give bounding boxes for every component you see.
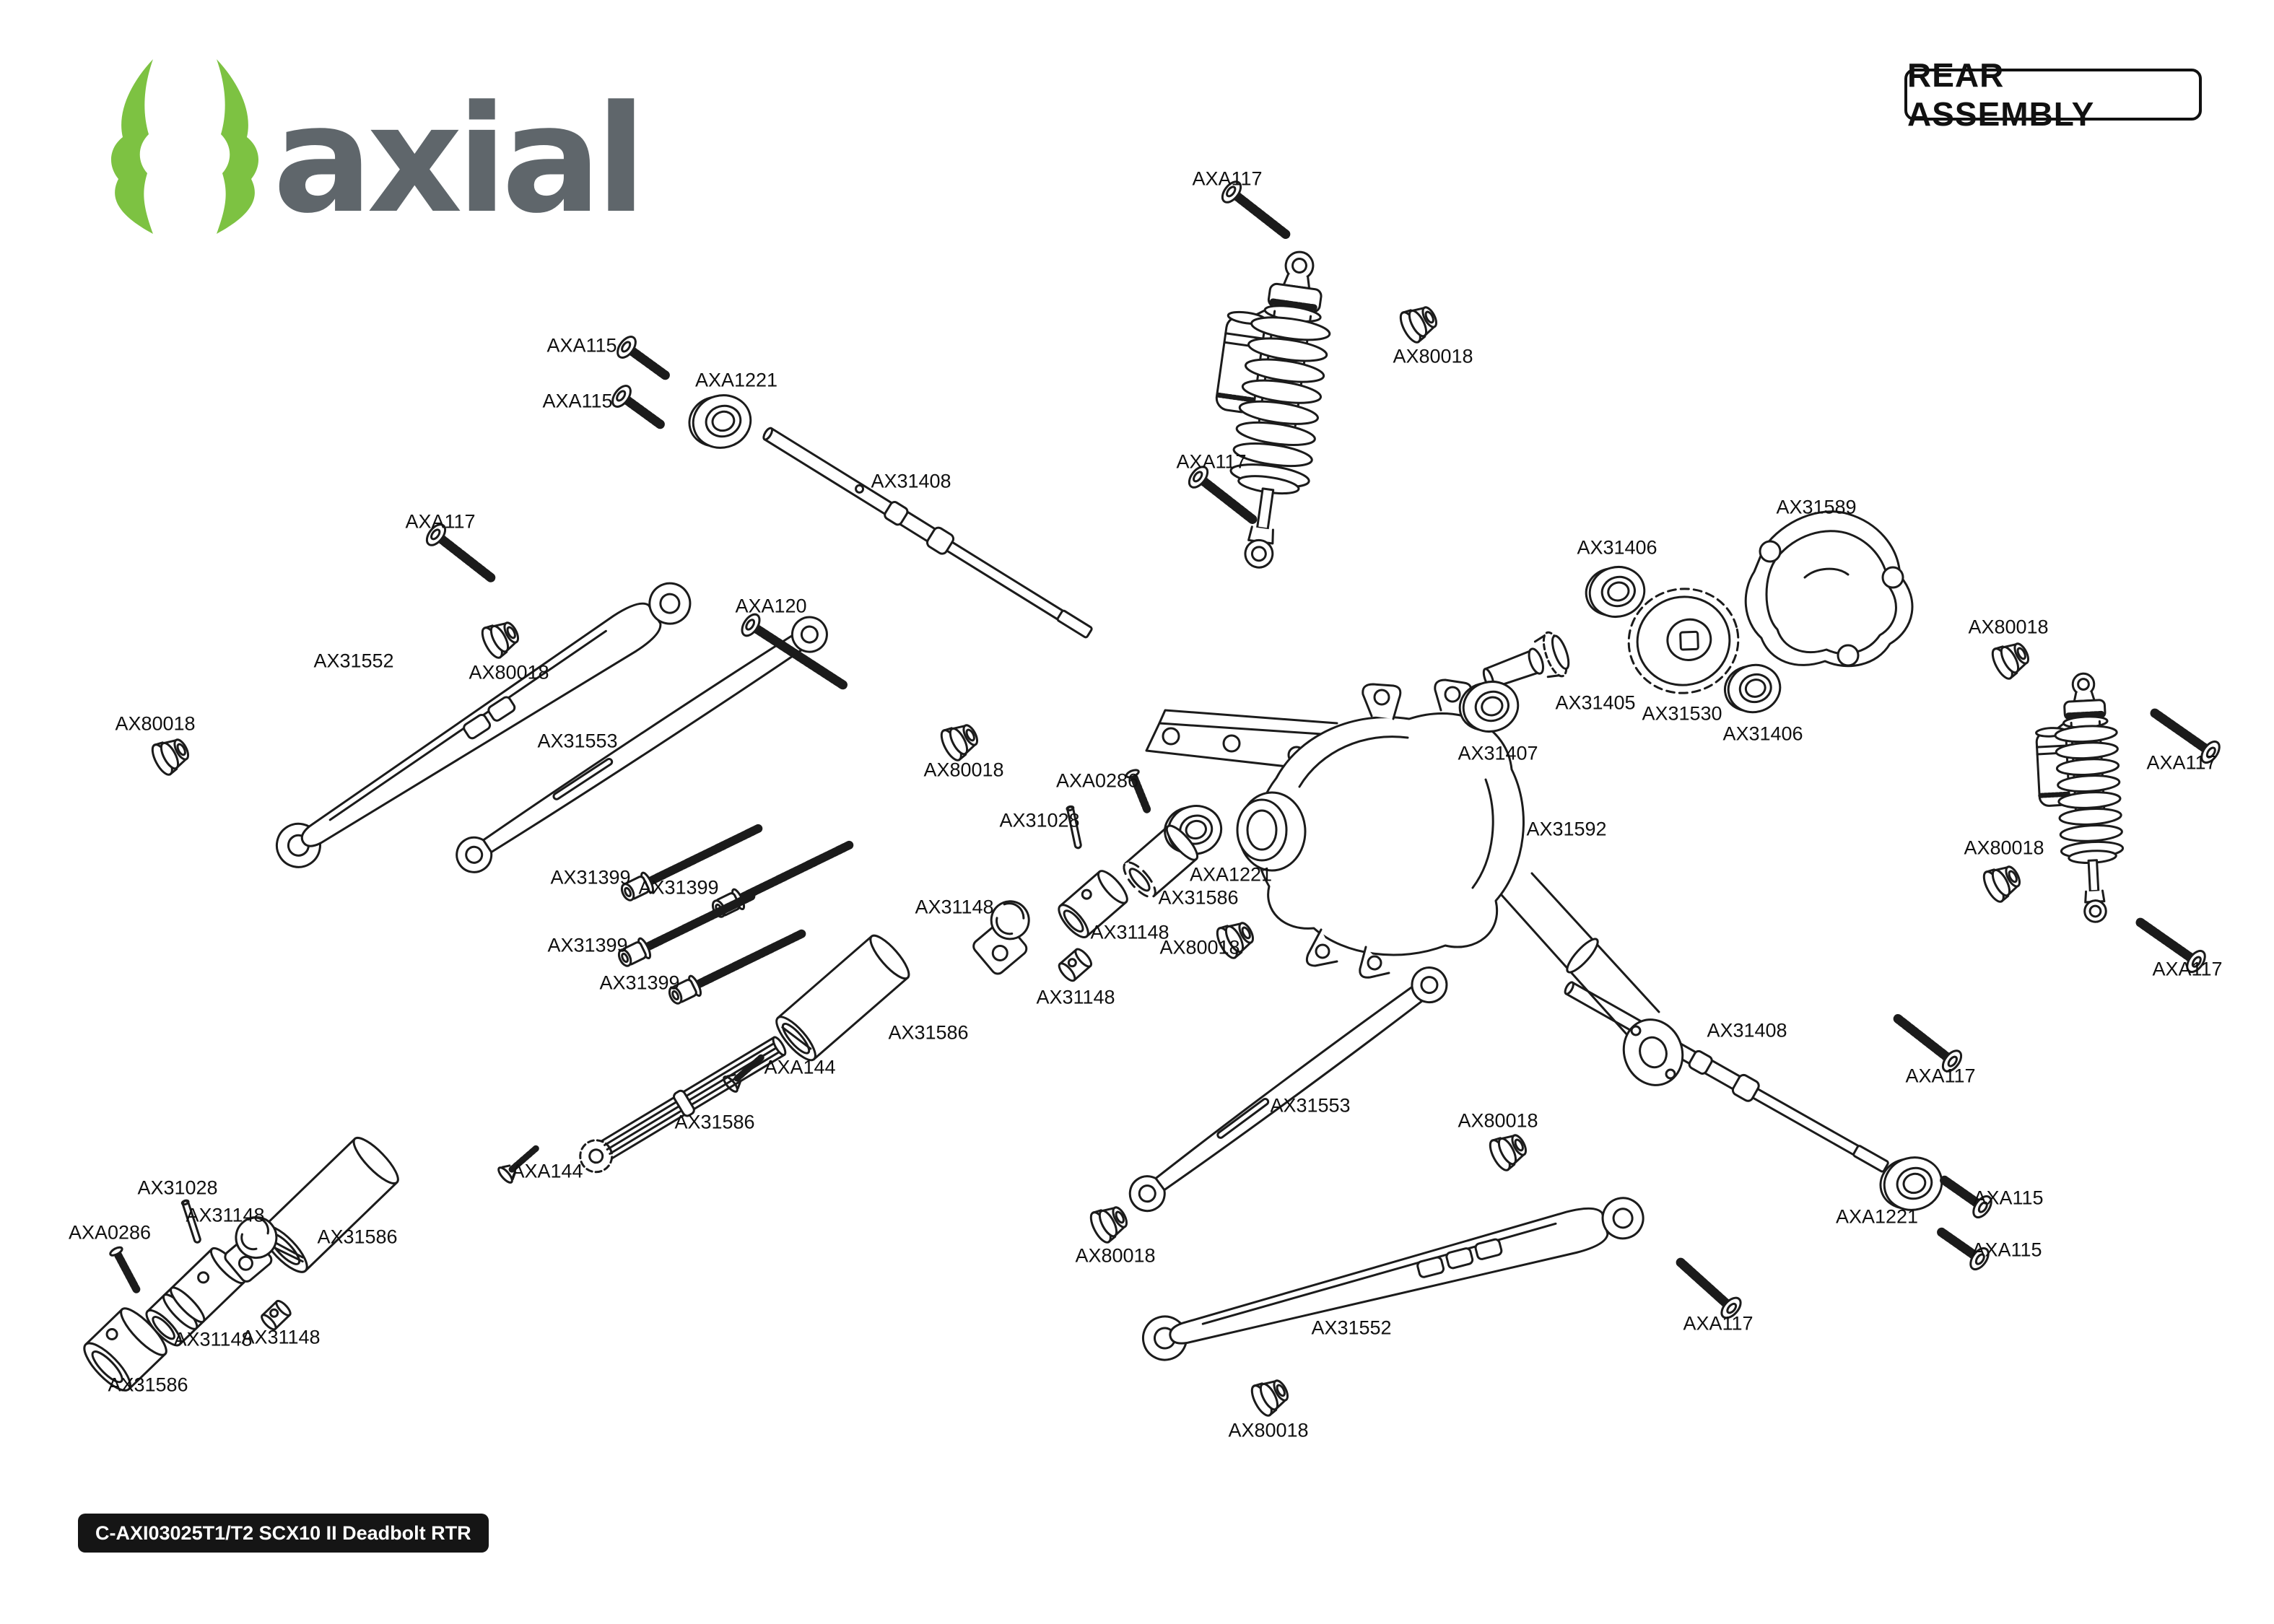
screws-cap-head (617, 824, 854, 1005)
axial-logo: axial (110, 59, 646, 245)
screws-button-head (425, 180, 2221, 1319)
axle-shaft-upper (762, 427, 1093, 639)
ring-ax31586-bl (83, 1307, 167, 1392)
axle-shaft-lower (1564, 981, 1889, 1173)
bushing (1987, 635, 2035, 683)
bushing (1247, 1372, 1294, 1420)
pins (180, 805, 1082, 1244)
bushing (936, 717, 984, 764)
title-badge-text: REAR ASSEMBLY (1907, 56, 2095, 133)
coupler-ax31148-bl (145, 1247, 246, 1347)
bushing (1212, 914, 1260, 962)
bushing (1979, 858, 2026, 906)
pin-bushing-ax31148 (1058, 948, 1093, 982)
axial-emblem-icon (110, 59, 153, 234)
title-badge: REAR ASSEMBLY (1904, 56, 2202, 133)
trailing-arm-upper-left (275, 582, 692, 868)
bearing-axa1221-left (682, 388, 758, 456)
screws-flat-head (497, 1054, 764, 1184)
slider-tube-ax31586 (775, 934, 910, 1062)
bushing (477, 614, 525, 662)
yoke-ax31148-bl (224, 1216, 278, 1283)
pin-bushing-ax31148-bl (261, 1299, 292, 1331)
bushing (1086, 1199, 1133, 1247)
castellated-slider-ax31586 (1123, 824, 1199, 899)
shock-absorber-top (1194, 243, 1341, 573)
model-label-text: C-AXI03025T1/T2 SCX10 II Deadbolt RTR (95, 1522, 471, 1544)
coupler-ax31148-mid (1058, 870, 1128, 938)
trailing-arm-lower-right (1141, 1197, 1644, 1361)
bushing (1395, 299, 1443, 346)
link-lower (1128, 966, 1448, 1213)
diff-cover-ax31589 (1744, 510, 1914, 668)
model-label-pill: C-AXI03025T1/T2 SCX10 II Deadbolt RTR (78, 1514, 489, 1553)
ring-gear-ax31530 (1627, 588, 1740, 694)
bushing (147, 731, 195, 779)
yoke-ax31148-mid (972, 900, 1030, 975)
grub-screws (109, 769, 1151, 1294)
brand-wordmark: axial (273, 74, 640, 245)
shock-absorber-right (2033, 672, 2126, 925)
bushing (1485, 1127, 1533, 1174)
link-upper (456, 616, 828, 873)
axle-housing (1145, 678, 1684, 1086)
splined-shaft-ax31586 (579, 1036, 787, 1174)
adapter-tube-ax31586-bl (261, 1136, 399, 1273)
